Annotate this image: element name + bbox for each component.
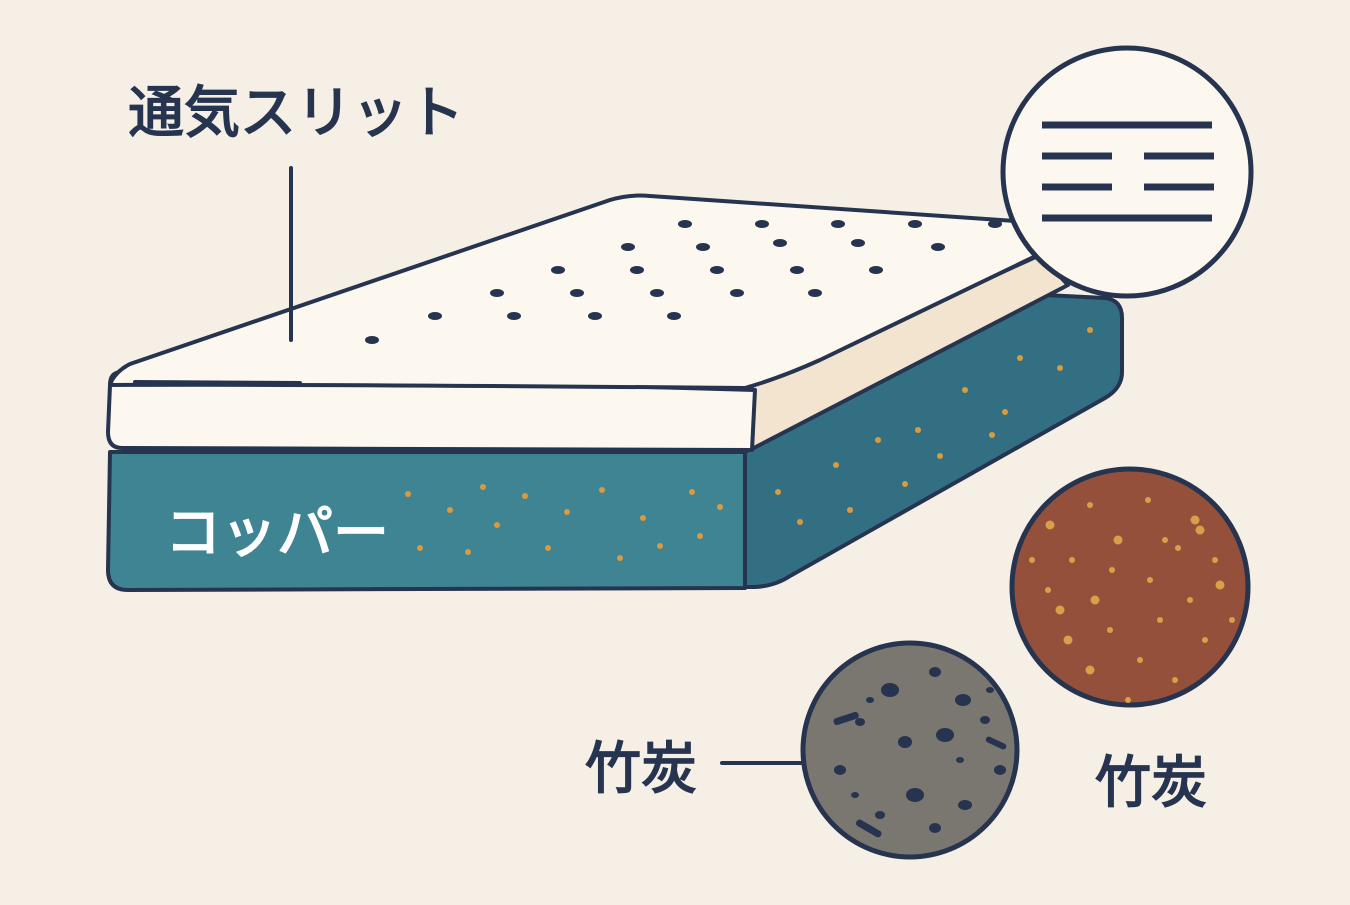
copper-particles [405, 327, 1093, 561]
bamboo-charcoal-label-left: 竹炭 [585, 737, 697, 802]
charcoal-texture-icon [800, 640, 1020, 860]
vent-holes [365, 220, 1002, 344]
copper-layer-front-face [106, 450, 747, 592]
copper-texture-icon [1009, 466, 1251, 708]
top-layer-edge-line [133, 380, 302, 385]
copper-layer: コッパー [106, 293, 1124, 592]
copper-layer-side-face [743, 293, 1124, 589]
top-layer [106, 193, 1070, 452]
copper-label: コッパー [165, 501, 389, 566]
vent-slit-label: 通気スリット [128, 81, 464, 146]
bamboo-charcoal-label-right: 竹炭 [1095, 751, 1207, 816]
slit-pattern-icon [1000, 45, 1254, 299]
